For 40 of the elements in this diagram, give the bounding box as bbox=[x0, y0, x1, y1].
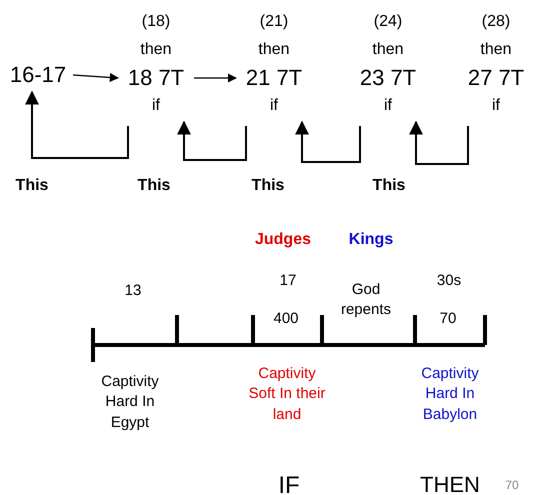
number-label: 400 bbox=[272, 309, 300, 329]
bracket-arrow bbox=[409, 120, 469, 165]
caption-label: This bbox=[136, 176, 172, 196]
year-note: (28) bbox=[480, 12, 512, 32]
heading-label: THEN bbox=[419, 471, 481, 495]
year-label: 16-17 bbox=[8, 61, 68, 89]
bracket-arrow bbox=[25, 90, 129, 159]
then-label: then bbox=[371, 40, 405, 60]
number-label: 30s bbox=[436, 271, 462, 291]
arrow bbox=[194, 73, 237, 83]
heading-label: IF bbox=[277, 471, 301, 495]
year-note: (24) bbox=[372, 12, 404, 32]
year-label: 21 7T bbox=[244, 64, 304, 92]
caption-label: This bbox=[14, 176, 50, 196]
arrow bbox=[72, 72, 119, 82]
year-note: (21) bbox=[258, 12, 290, 32]
then-label: then bbox=[257, 40, 291, 60]
caption-label: This bbox=[250, 176, 286, 196]
period-note: Captivity Soft In their land bbox=[248, 364, 326, 424]
caption-label: This bbox=[372, 176, 406, 196]
if-label: if bbox=[151, 96, 161, 116]
bracket-arrow bbox=[177, 120, 247, 161]
year-label: 27 7T bbox=[466, 64, 526, 92]
then-label: then bbox=[479, 40, 513, 60]
number-label: 13 bbox=[124, 281, 142, 301]
then-label: then bbox=[139, 40, 173, 60]
if-label: if bbox=[269, 96, 279, 116]
period-note: God repents bbox=[340, 280, 392, 320]
period-label: Judges bbox=[254, 230, 312, 250]
if-label: if bbox=[383, 96, 393, 116]
if-label: if bbox=[491, 96, 501, 116]
number-label: 17 bbox=[278, 271, 298, 291]
year-note: (18) bbox=[140, 12, 172, 32]
period-label: Kings bbox=[348, 230, 394, 250]
period-note: Captivity Hard In Babylon bbox=[420, 364, 480, 424]
number-label: 70 bbox=[438, 309, 458, 329]
year-label: 23 7T bbox=[358, 64, 418, 92]
period-note: Captivity Hard In Egypt bbox=[100, 372, 160, 432]
year-label: 18 7T bbox=[126, 64, 186, 92]
bracket-arrow bbox=[295, 120, 361, 163]
